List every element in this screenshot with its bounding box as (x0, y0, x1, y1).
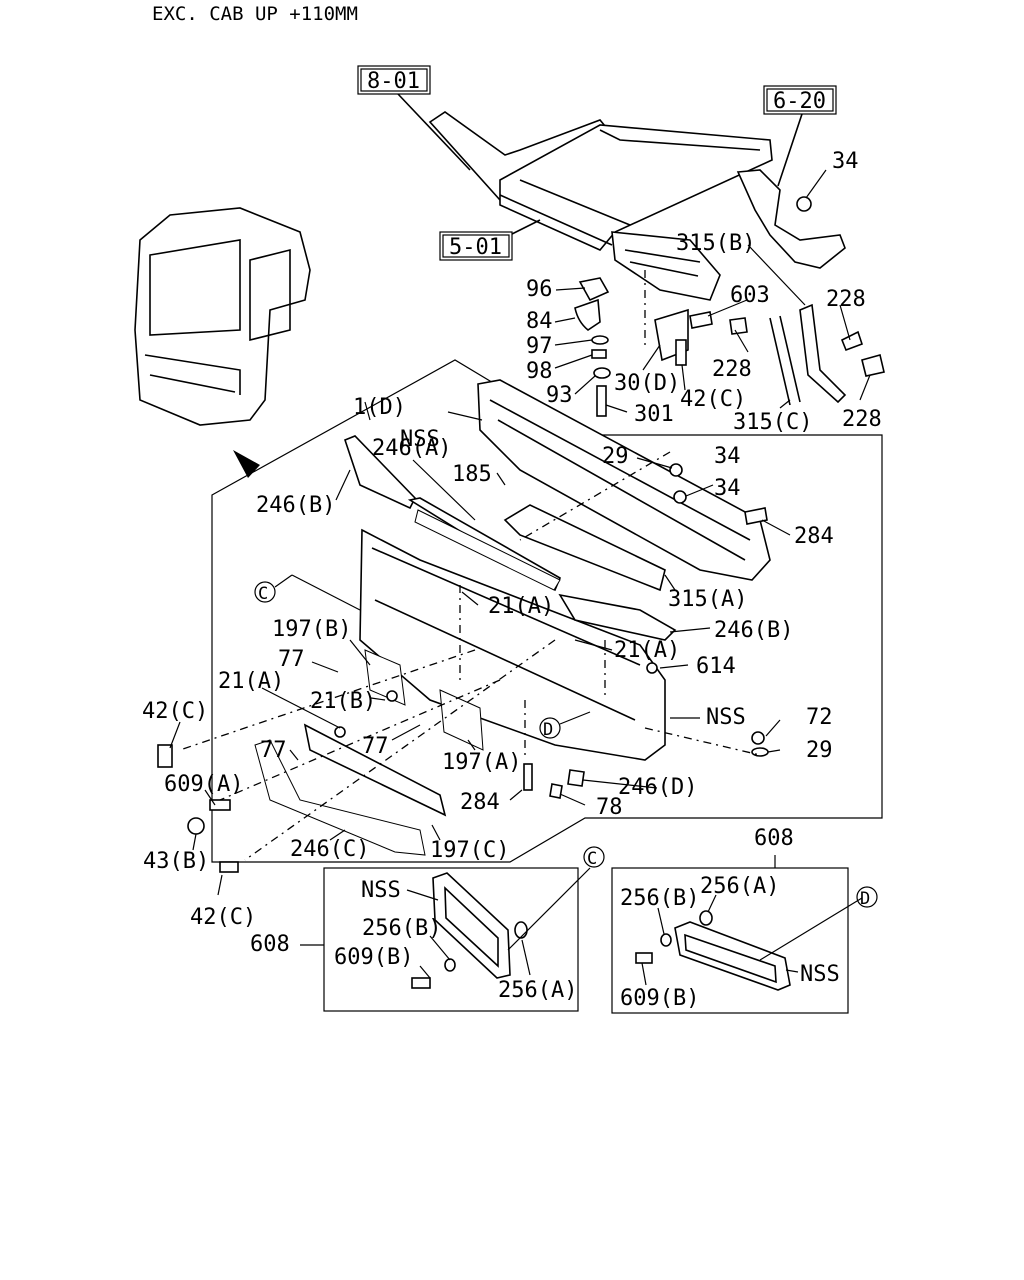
label-nss-mid[interactable]: NSS (706, 705, 746, 730)
label-77-b[interactable]: 77 (260, 738, 287, 763)
label-42c-top[interactable]: 42(C) (680, 387, 746, 412)
label-29-b[interactable]: 29 (806, 738, 833, 763)
label-1d[interactable]: 1(D) (353, 395, 406, 420)
label-284[interactable]: 284 (794, 524, 834, 549)
label-nss-box-d[interactable]: NSS (800, 962, 840, 987)
label-315c[interactable]: 315(C) (733, 410, 812, 435)
label-185[interactable]: 185 (452, 462, 492, 487)
label-98[interactable]: 98 (526, 359, 553, 384)
inset-box-c (323, 867, 579, 1012)
label-34-b[interactable]: 34 (714, 444, 741, 469)
label-256a-box-c[interactable]: 256(A) (498, 978, 577, 1003)
label-614[interactable]: 614 (696, 654, 736, 679)
callout-c-box-text: C (587, 849, 597, 869)
label-197b[interactable]: 197(B) (272, 617, 351, 642)
label-30d[interactable]: 30(D) (614, 371, 680, 396)
label-72[interactable]: 72 (806, 705, 833, 730)
header-note: EXC. CAB UP +110MM (152, 3, 358, 25)
label-34[interactable]: 34 (832, 149, 859, 174)
ref-8-01-label: 8-01 (367, 69, 420, 94)
ref-box-6-20[interactable]: 6-20 (763, 85, 837, 115)
label-608-left[interactable]: 608 (250, 932, 290, 957)
callout-d-box[interactable]: D (856, 886, 878, 909)
label-21a-2[interactable]: 21(A) (614, 638, 680, 663)
label-42c-bottom[interactable]: 42(C) (190, 905, 256, 930)
label-93[interactable]: 93 (546, 383, 573, 408)
cab-illustration (134, 207, 311, 478)
label-197c[interactable]: 197(C) (430, 838, 509, 863)
leader-lines (169, 169, 871, 896)
label-256a-box-d[interactable]: 256(A) (700, 874, 779, 899)
ref-box-5-01[interactable]: 5-01 (439, 231, 513, 261)
callout-c-main[interactable]: C (254, 574, 361, 611)
label-nss-top[interactable]: NSS (400, 427, 440, 452)
label-609b-box-d[interactable]: 609(B) (620, 986, 699, 1011)
label-246d[interactable]: 246(D) (618, 775, 697, 800)
label-246c[interactable]: 246(C) (290, 837, 369, 862)
label-21a-1[interactable]: 21(A) (488, 594, 554, 619)
label-97[interactable]: 97 (526, 334, 553, 359)
label-77[interactable]: 77 (278, 647, 305, 672)
callout-c-main-text: C (258, 584, 268, 604)
part-labels: 34 315(B) 228 96 603 84 97 228 98 30(D) … (142, 149, 882, 1011)
label-42c-left[interactable]: 42(C) (142, 699, 208, 724)
label-301[interactable]: 301 (634, 402, 674, 427)
inset-box-d (611, 867, 849, 1014)
label-34-c[interactable]: 34 (714, 476, 741, 501)
label-197a[interactable]: 197(A) (442, 750, 521, 775)
inset-c-parts (300, 867, 591, 989)
label-78[interactable]: 78 (596, 795, 623, 820)
label-246b-left[interactable]: 246(B) (256, 493, 335, 518)
callout-d-main[interactable]: D (539, 711, 591, 740)
callout-c-box[interactable]: C (583, 846, 605, 869)
label-21b[interactable]: 21(B) (310, 689, 376, 714)
label-21a-3[interactable]: 21(A) (218, 669, 284, 694)
label-228-b[interactable]: 228 (712, 357, 752, 382)
label-256b-box-c[interactable]: 256(B) (362, 916, 441, 941)
inset-d-parts (635, 855, 863, 991)
label-609b-box-c[interactable]: 609(B) (334, 945, 413, 970)
label-246b-right[interactable]: 246(B) (714, 618, 793, 643)
label-77-c[interactable]: 77 (362, 734, 389, 759)
ref-5-01-label: 5-01 (449, 235, 502, 260)
label-84[interactable]: 84 (526, 309, 553, 334)
label-609a[interactable]: 609(A) (164, 772, 243, 797)
label-608-right[interactable]: 608 (754, 826, 794, 851)
label-43b[interactable]: 43(B) (143, 849, 209, 874)
label-315b[interactable]: 315(B) (676, 231, 755, 256)
label-284-b[interactable]: 284 (460, 790, 500, 815)
label-228[interactable]: 228 (826, 287, 866, 312)
callout-d-main-text: D (543, 720, 553, 740)
ref-6-20-label: 6-20 (773, 89, 826, 114)
label-96[interactable]: 96 (526, 277, 553, 302)
label-29[interactable]: 29 (602, 444, 629, 469)
label-256b-box-d[interactable]: 256(B) (620, 886, 699, 911)
label-246a[interactable]: 246(A) (372, 436, 451, 461)
chassis-frame (397, 93, 846, 301)
label-nss-box-c[interactable]: NSS (361, 878, 401, 903)
label-315a[interactable]: 315(A) (668, 587, 747, 612)
assembly-lines (179, 270, 761, 861)
ref-box-8-01[interactable]: 8-01 (357, 65, 431, 95)
upper-hardware (574, 196, 885, 417)
label-603[interactable]: 603 (730, 283, 770, 308)
label-228-c[interactable]: 228 (842, 407, 882, 432)
bumper-assembly (157, 379, 771, 873)
callout-d-box-text: D (860, 889, 870, 909)
